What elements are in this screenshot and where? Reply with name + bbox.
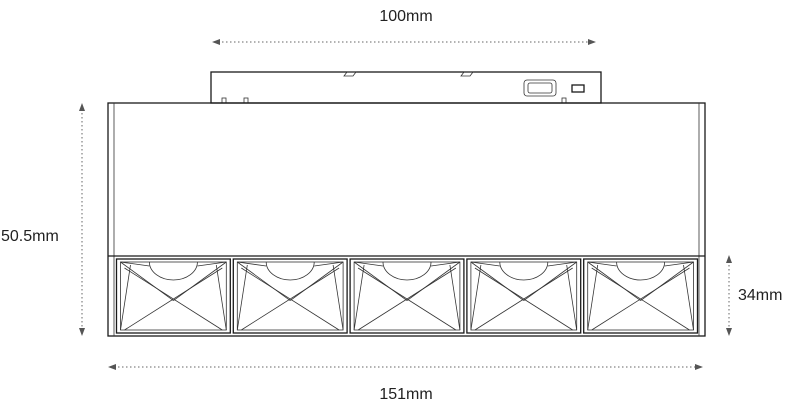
clip-left xyxy=(343,71,357,77)
height-arrow-top xyxy=(79,103,85,111)
lens-module-inner xyxy=(587,261,694,331)
connector-inner xyxy=(527,82,553,94)
lens-module xyxy=(583,258,699,334)
reflector-facet-line xyxy=(353,261,408,301)
lens-module xyxy=(466,258,582,334)
reflector-facet-line xyxy=(474,267,573,331)
housing-outline xyxy=(107,102,706,337)
lens-module-frame xyxy=(349,258,465,334)
lens-modules xyxy=(115,258,699,334)
tab-3 xyxy=(561,97,567,104)
reflector-facet-line xyxy=(523,261,577,301)
reflector-facet-line xyxy=(332,264,344,331)
connector-outer xyxy=(523,79,557,97)
reflector-facet-line xyxy=(470,261,525,301)
reflector-facet-line xyxy=(591,267,690,331)
reflector-facet-line xyxy=(357,267,457,331)
reflector-facet-line xyxy=(314,261,344,267)
bottom-width-label: 151mm xyxy=(379,386,432,403)
reflector-facet-line xyxy=(354,261,384,267)
lens-module-frame xyxy=(232,258,348,334)
lens-height-label: 34mm xyxy=(738,287,782,304)
reflector-facet-line xyxy=(470,264,482,331)
height-dimension: 50.5mm xyxy=(1,103,85,336)
reflector-facet-line xyxy=(237,261,291,301)
reflector-facet-line xyxy=(241,267,340,331)
reflector-dish xyxy=(149,261,198,281)
lens-module xyxy=(115,258,231,334)
reflector-facet-line xyxy=(120,261,174,301)
lens-module xyxy=(232,258,348,334)
tab-1 xyxy=(221,97,227,104)
reflector-facet-line xyxy=(237,261,267,267)
reflector-facet-line xyxy=(449,264,461,331)
reflector-dish xyxy=(382,261,432,281)
height-label: 50.5mm xyxy=(1,228,59,245)
reflector-facet-line xyxy=(547,261,577,267)
lens-module-inner xyxy=(236,261,344,331)
reflector-facet-line xyxy=(566,264,578,331)
reflector-facet-line xyxy=(683,264,694,331)
reflector-facet-line xyxy=(173,261,227,301)
top-width-arrow-left xyxy=(212,39,220,45)
height-arrow-bottom xyxy=(79,328,85,336)
switch xyxy=(571,84,585,93)
lens-height-arrow-bottom xyxy=(726,328,732,336)
lens-module-inner xyxy=(470,261,578,331)
reflector-dish xyxy=(265,261,315,281)
reflector-facet-line xyxy=(215,264,227,331)
bottom-width-arrow-left xyxy=(108,364,116,370)
reflector-facet-line xyxy=(664,261,694,267)
reflector-dish xyxy=(499,261,549,281)
driver-box-outline xyxy=(210,71,602,104)
reflector-facet-line xyxy=(353,264,365,331)
reflector-facet-line xyxy=(640,261,694,301)
top-width-dimension: 100mm xyxy=(212,8,596,45)
reflector-facet-line xyxy=(120,264,131,331)
top-width-arrow-right xyxy=(588,39,596,45)
clip-right xyxy=(460,71,474,77)
lens-module-frame xyxy=(466,258,582,334)
reflector-dish xyxy=(616,261,665,281)
bottom-width-dimension: 151mm xyxy=(108,364,703,403)
lens-module-frame xyxy=(583,258,699,334)
lens-height-arrow-top xyxy=(726,255,732,263)
reflector-facet-line xyxy=(587,264,599,331)
reflector-facet-line xyxy=(470,261,500,267)
reflector-facet-line xyxy=(406,261,461,301)
housing xyxy=(107,102,706,337)
reflector-facet-line xyxy=(124,267,223,331)
reflector-facet-line xyxy=(430,261,460,267)
bottom-width-arrow-right xyxy=(695,364,703,370)
lens-module xyxy=(349,258,465,334)
lens-height-dimension: 34mm xyxy=(726,255,782,336)
lens-module-inner xyxy=(353,261,461,331)
reflector-facet-line xyxy=(587,261,617,267)
reflector-facet-line xyxy=(236,264,248,331)
reflector-facet-line xyxy=(120,261,150,267)
lens-module-frame xyxy=(115,258,231,334)
lens-module-inner xyxy=(120,261,227,331)
reflector-facet-line xyxy=(587,261,641,301)
reflector-facet-line xyxy=(289,261,344,301)
reflector-facet-line xyxy=(197,261,227,267)
top-width-label: 100mm xyxy=(379,8,432,25)
tab-2 xyxy=(243,97,249,104)
driver-box xyxy=(210,71,602,104)
